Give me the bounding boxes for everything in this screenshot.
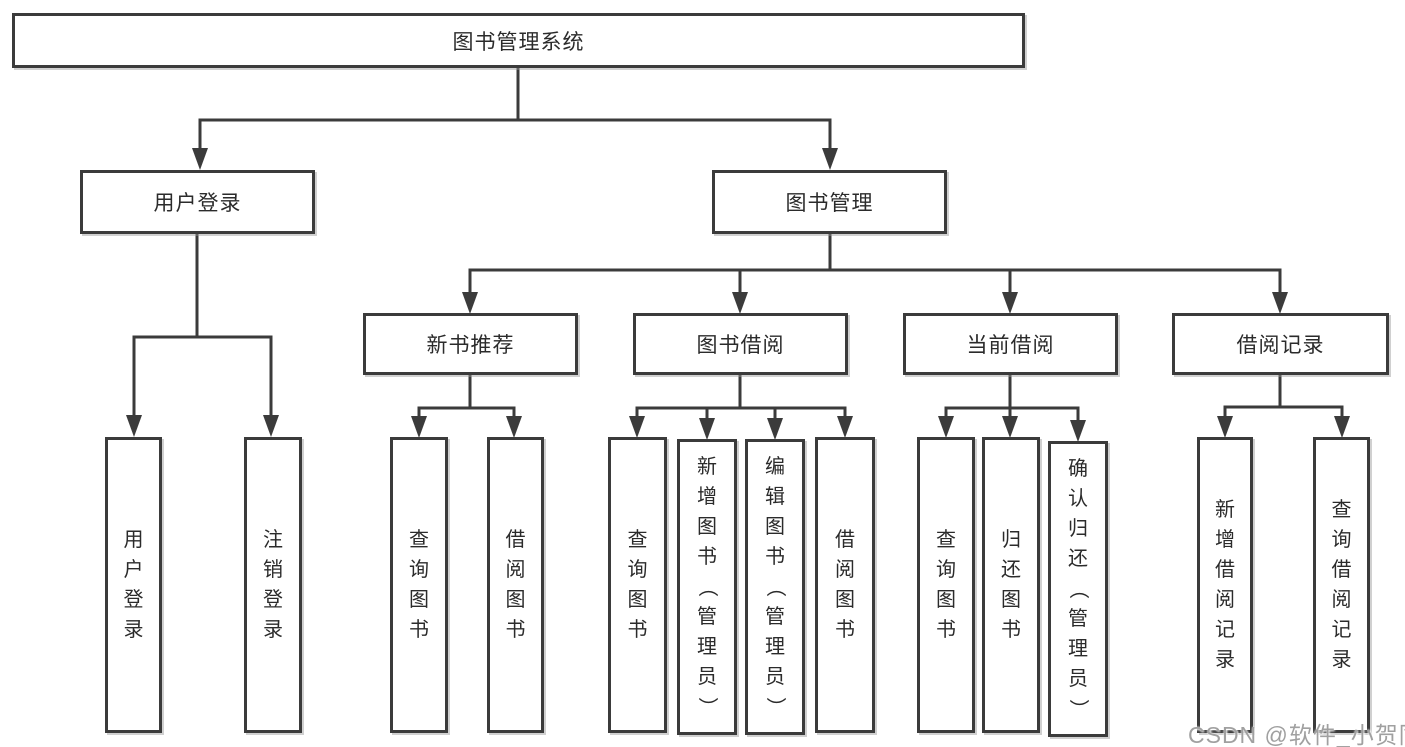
node-leaf-confirm-return-admin: 确认归还（管理员） (1048, 441, 1108, 737)
node-borrow-records-label: 借阅记录 (1236, 334, 1325, 357)
node-book-borrow-label: 图书借阅 (696, 334, 785, 357)
node-leaf-add-borrow-record-label: 新增借阅记录 (1215, 499, 1235, 671)
node-leaf-query-borrow-record-label: 查询借阅记录 (1331, 499, 1352, 671)
node-leaf-add-books-admin-label: 新增图书（管理员） (696, 456, 718, 717)
node-root-system-label: 图书管理系统 (452, 30, 585, 54)
node-leaf-borrow-books-label: 借阅图书 (835, 529, 855, 641)
node-leaf-add-borrow-record: 新增借阅记录 (1197, 437, 1253, 733)
node-leaf-add-books-admin: 新增图书（管理员） (677, 439, 737, 735)
node-leaf-recommend-query-books: 查询图书 (390, 437, 448, 733)
node-current-borrow: 当前借阅 (903, 313, 1118, 375)
node-user-login-branch: 用户登录 (80, 170, 315, 234)
node-book-management-branch: 图书管理 (712, 170, 947, 234)
node-book-borrow: 图书借阅 (633, 313, 848, 375)
node-leaf-user-login-label: 用户登录 (123, 529, 144, 641)
node-leaf-current-query-books: 查询图书 (917, 437, 975, 733)
node-leaf-user-login: 用户登录 (105, 437, 162, 733)
node-leaf-borrow-query-books: 查询图书 (608, 437, 667, 733)
csdn-watermark: CSDN @软件_小贺同学 (1188, 722, 1405, 747)
node-borrow-records: 借阅记录 (1172, 313, 1389, 375)
node-leaf-logout: 注销登录 (244, 437, 302, 733)
node-leaf-recommend-query-books-label: 查询图书 (409, 529, 429, 641)
node-current-borrow-label: 当前借阅 (966, 334, 1055, 357)
node-leaf-recommend-borrow-books: 借阅图书 (487, 437, 544, 733)
node-leaf-borrow-query-books-label: 查询图书 (627, 529, 648, 641)
node-leaf-return-books: 归还图书 (982, 437, 1040, 733)
node-new-book-recommend-label: 新书推荐 (426, 334, 515, 357)
node-root-system: 图书管理系统 (12, 13, 1025, 68)
node-new-book-recommend: 新书推荐 (363, 313, 578, 375)
node-leaf-return-books-label: 归还图书 (1001, 529, 1021, 641)
node-leaf-edit-books-admin-label: 编辑图书（管理员） (764, 456, 786, 717)
node-leaf-query-borrow-record: 查询借阅记录 (1313, 437, 1370, 733)
node-leaf-current-query-books-label: 查询图书 (936, 529, 956, 641)
node-leaf-edit-books-admin: 编辑图书（管理员） (745, 439, 805, 735)
node-leaf-recommend-borrow-books-label: 借阅图书 (505, 529, 526, 641)
node-leaf-logout-label: 注销登录 (263, 529, 283, 641)
node-leaf-borrow-books: 借阅图书 (815, 437, 875, 733)
node-book-management-branch-label: 图书管理 (785, 192, 874, 215)
node-leaf-confirm-return-admin-label: 确认归还（管理员） (1067, 458, 1089, 719)
node-user-login-branch-label: 用户登录 (153, 192, 242, 215)
